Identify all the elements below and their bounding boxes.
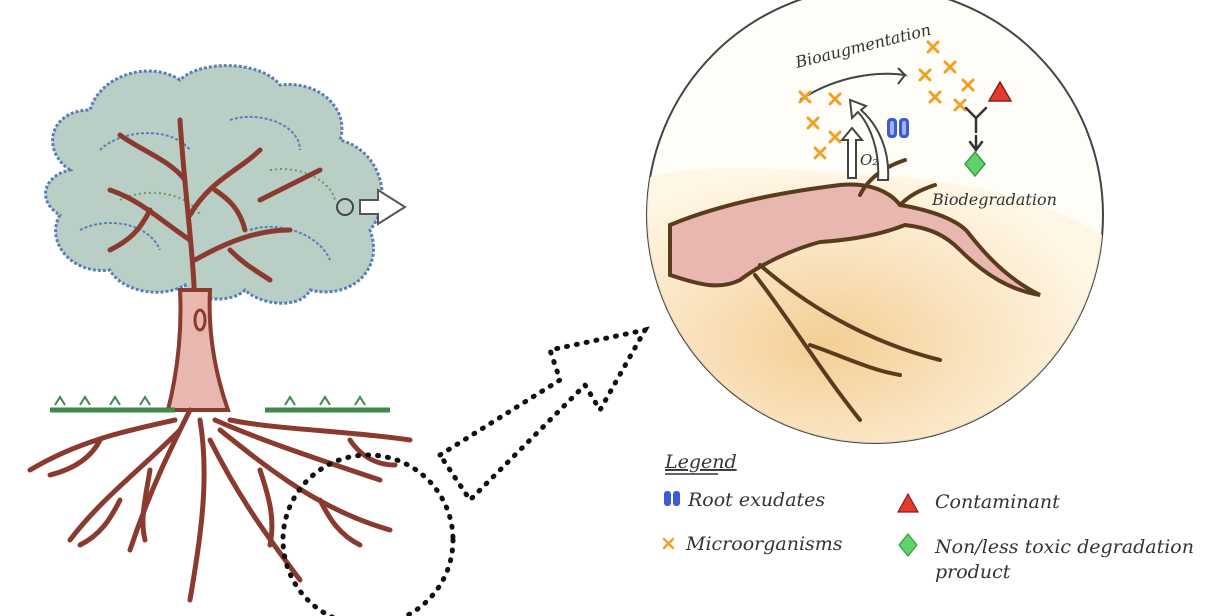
root-zoom-selection — [283, 455, 453, 616]
legend-label-degradation-product: Non/less toxic degradation product — [934, 536, 1200, 583]
legend-label-degradation-product-line: Non/less toxic degradation — [934, 536, 1194, 558]
tree-trunk — [168, 290, 228, 410]
zoom-arrow — [440, 330, 645, 500]
legend-item-root-exudates: Root exudates — [664, 489, 825, 511]
root-exudates-icon — [664, 491, 680, 506]
microorganism-icon — [664, 539, 673, 548]
legend-item-microorganisms: Microorganisms — [664, 533, 843, 555]
legend-item-contaminant: Contaminant — [898, 491, 1060, 513]
legend-item-degradation-product: Non/less toxic degradation product — [899, 534, 1200, 583]
contaminant-icon — [898, 494, 918, 512]
legend-label-microorganisms: Microorganisms — [685, 533, 843, 555]
degradation-product-icon — [899, 534, 917, 556]
legend-label-root-exudates: Root exudates — [687, 489, 825, 511]
legend-title: Legend — [664, 451, 737, 473]
oxygen-label: O₂ — [860, 151, 878, 169]
biodegradation-label: Biodegradation — [931, 190, 1057, 209]
tree-roots — [30, 410, 410, 600]
legend-label-contaminant: Contaminant — [935, 491, 1060, 513]
tree — [30, 66, 410, 600]
legend: Legend Root exudates Microorganisms Cont… — [664, 451, 1200, 583]
root-zoom-view: Bioaugmentation O₂ — [640, 0, 1110, 460]
legend-label-degradation-product-line: product — [935, 561, 1011, 583]
